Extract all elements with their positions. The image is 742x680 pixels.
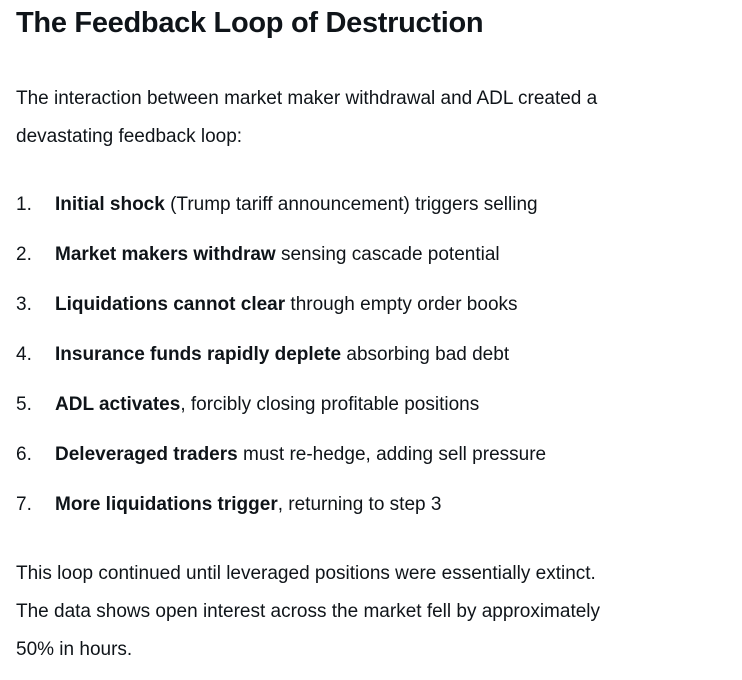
intro-line: devastating feedback loop: (16, 126, 243, 147)
intro-line: The interaction between market maker wit… (16, 88, 598, 109)
list-item: 2. Market makers withdraw sensing cascad… (16, 236, 672, 274)
feedback-loop-list: 1. Initial shock (Trump tariff announcem… (16, 186, 672, 524)
list-item-bold-phrase: Insurance funds rapidly deplete (55, 344, 342, 365)
list-item: 5. ADL activates, forcibly closing profi… (16, 386, 672, 424)
intro-paragraph: The interaction between market maker wit… (16, 80, 672, 156)
list-item: 7. More liquidations trigger, returning … (16, 486, 672, 524)
list-item: 3. Liquidations cannot clear through emp… (16, 286, 672, 324)
list-item-number: 6. (16, 444, 32, 465)
list-item-text: Initial shock (Trump tariff announcement… (55, 186, 672, 224)
list-item-rest: , returning to step 3 (277, 494, 442, 515)
list-item-bold-phrase: Initial shock (55, 194, 165, 215)
list-item-number: 2. (16, 244, 32, 265)
list-item-text: Insurance funds rapidly deplete absorbin… (55, 336, 672, 374)
list-item-number: 7. (16, 494, 32, 515)
list-item-text: Liquidations cannot clear through empty … (55, 286, 672, 324)
list-item-bold-phrase: ADL activates (55, 394, 181, 415)
list-item-bold-phrase: More liquidations trigger (55, 494, 278, 515)
list-item-rest: (Trump tariff announcement) triggers sel… (164, 194, 538, 215)
outro-paragraph: This loop continued until leveraged posi… (16, 555, 672, 669)
list-item-text: Market makers withdraw sensing cascade p… (55, 236, 672, 274)
article-body: The Feedback Loop of Destruction The int… (0, 4, 718, 669)
list-item: 4. Insurance funds rapidly deplete absor… (16, 336, 672, 374)
list-item-text: ADL activates, forcibly closing profitab… (55, 386, 672, 424)
list-item: 6. Deleveraged traders must re-hedge, ad… (16, 436, 672, 474)
list-item-number: 1. (16, 194, 32, 215)
list-item-bold-phrase: Deleveraged traders (55, 444, 238, 465)
page-title: The Feedback Loop of Destruction (16, 7, 484, 39)
list-item-number: 3. (16, 294, 32, 315)
outro-line: 50% in hours. (16, 639, 133, 660)
list-item-bold-phrase: Liquidations cannot clear (55, 294, 286, 315)
list-item-rest: , forcibly closing profitable positions (180, 394, 480, 415)
list-item-number: 5. (16, 394, 32, 415)
list-item-number: 4. (16, 344, 32, 365)
list-item-text: Deleveraged traders must re-hedge, addin… (55, 436, 672, 474)
list-item: 1. Initial shock (Trump tariff announcem… (16, 186, 672, 224)
outro-line: This loop continued until leveraged posi… (16, 563, 596, 584)
list-item-rest: sensing cascade potential (275, 244, 500, 265)
list-item-rest: must re-hedge, adding sell pressure (237, 444, 547, 465)
outro-line: The data shows open interest across the … (16, 601, 601, 622)
list-item-text: More liquidations trigger, returning to … (55, 486, 672, 524)
list-item-rest: through empty order books (285, 294, 518, 315)
list-item-bold-phrase: Market makers withdraw (55, 244, 276, 265)
list-item-rest: absorbing bad debt (341, 344, 510, 365)
